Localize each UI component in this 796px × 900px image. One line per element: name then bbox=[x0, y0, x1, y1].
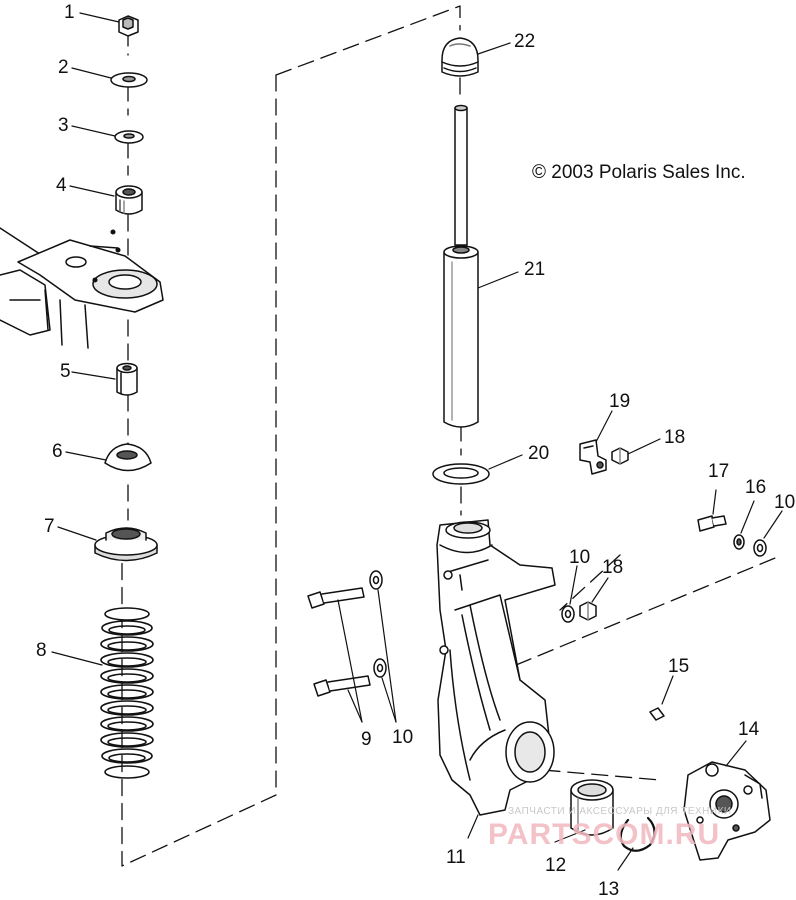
part-19-clip bbox=[579, 439, 607, 475]
watermark-tagline: ЗАПЧАСТИ И АКСЕССУАРЫ ДЛЯ ТЕХНИКИ bbox=[508, 806, 732, 817]
callout-18-mid: 18 bbox=[602, 557, 624, 578]
watermark-logo: PARTSCOM.RU bbox=[488, 818, 721, 851]
callout-18-upper: 18 bbox=[664, 427, 686, 448]
part-6-dome bbox=[104, 443, 152, 472]
callout-13: 13 bbox=[598, 879, 620, 900]
callout-19: 19 bbox=[609, 391, 631, 412]
callout-14: 14 bbox=[738, 719, 760, 740]
callout-2: 2 bbox=[58, 57, 69, 78]
callout-17: 17 bbox=[708, 461, 730, 482]
callout-5: 5 bbox=[60, 361, 71, 382]
part-1-nut bbox=[118, 15, 139, 37]
part-20-washer bbox=[432, 463, 490, 485]
callout-6: 6 bbox=[52, 441, 63, 462]
part-10-washer-right bbox=[753, 539, 767, 557]
assembly-boundary bbox=[121, 5, 781, 867]
callout-15: 15 bbox=[668, 656, 690, 677]
callout-1: 1 bbox=[64, 2, 75, 23]
upper-mount-bracket bbox=[0, 227, 164, 349]
part-14-brake-caliper bbox=[683, 761, 771, 861]
part-22-bump-stop bbox=[441, 37, 479, 77]
part-4-bushing bbox=[115, 185, 143, 215]
callout-20: 20 bbox=[528, 443, 550, 464]
part-9-bolts bbox=[307, 587, 371, 697]
part-13-snap-ring bbox=[619, 816, 656, 852]
callout-10-left: 10 bbox=[392, 727, 414, 748]
callout-9: 9 bbox=[361, 729, 372, 750]
part-5-spacer bbox=[116, 362, 138, 396]
part-10-washers-left bbox=[369, 570, 387, 678]
callout-12: 12 bbox=[545, 855, 567, 876]
part-21-shock-absorber bbox=[443, 104, 479, 428]
part-8-coil-spring bbox=[100, 607, 154, 779]
part-15-fitting bbox=[649, 707, 665, 721]
callout-8: 8 bbox=[36, 640, 47, 661]
part-7-spring-seat bbox=[94, 527, 158, 562]
part-10-washer-mid bbox=[561, 605, 575, 623]
part-11-steering-knuckle bbox=[436, 519, 556, 816]
part-18-nut-upper bbox=[611, 447, 629, 465]
callout-7: 7 bbox=[44, 516, 55, 537]
copyright-notice: © 2003 Polaris Sales Inc. bbox=[532, 162, 746, 183]
part-17-bolt bbox=[697, 515, 727, 532]
callout-10-right: 10 bbox=[774, 492, 796, 513]
part-12-bearing bbox=[570, 779, 614, 836]
callout-3: 3 bbox=[58, 115, 69, 136]
callout-11: 11 bbox=[446, 847, 466, 868]
callout-22: 22 bbox=[514, 31, 536, 52]
part-18-nut-mid bbox=[579, 601, 597, 621]
leader-lines bbox=[51, 12, 783, 871]
part-3-washer bbox=[114, 130, 144, 144]
callout-4: 4 bbox=[56, 175, 67, 196]
callout-16: 16 bbox=[745, 477, 767, 498]
part-16-washer bbox=[733, 534, 745, 550]
callout-21: 21 bbox=[524, 259, 546, 280]
part-2-washer bbox=[110, 72, 148, 88]
callout-10-mid: 10 bbox=[569, 547, 591, 568]
